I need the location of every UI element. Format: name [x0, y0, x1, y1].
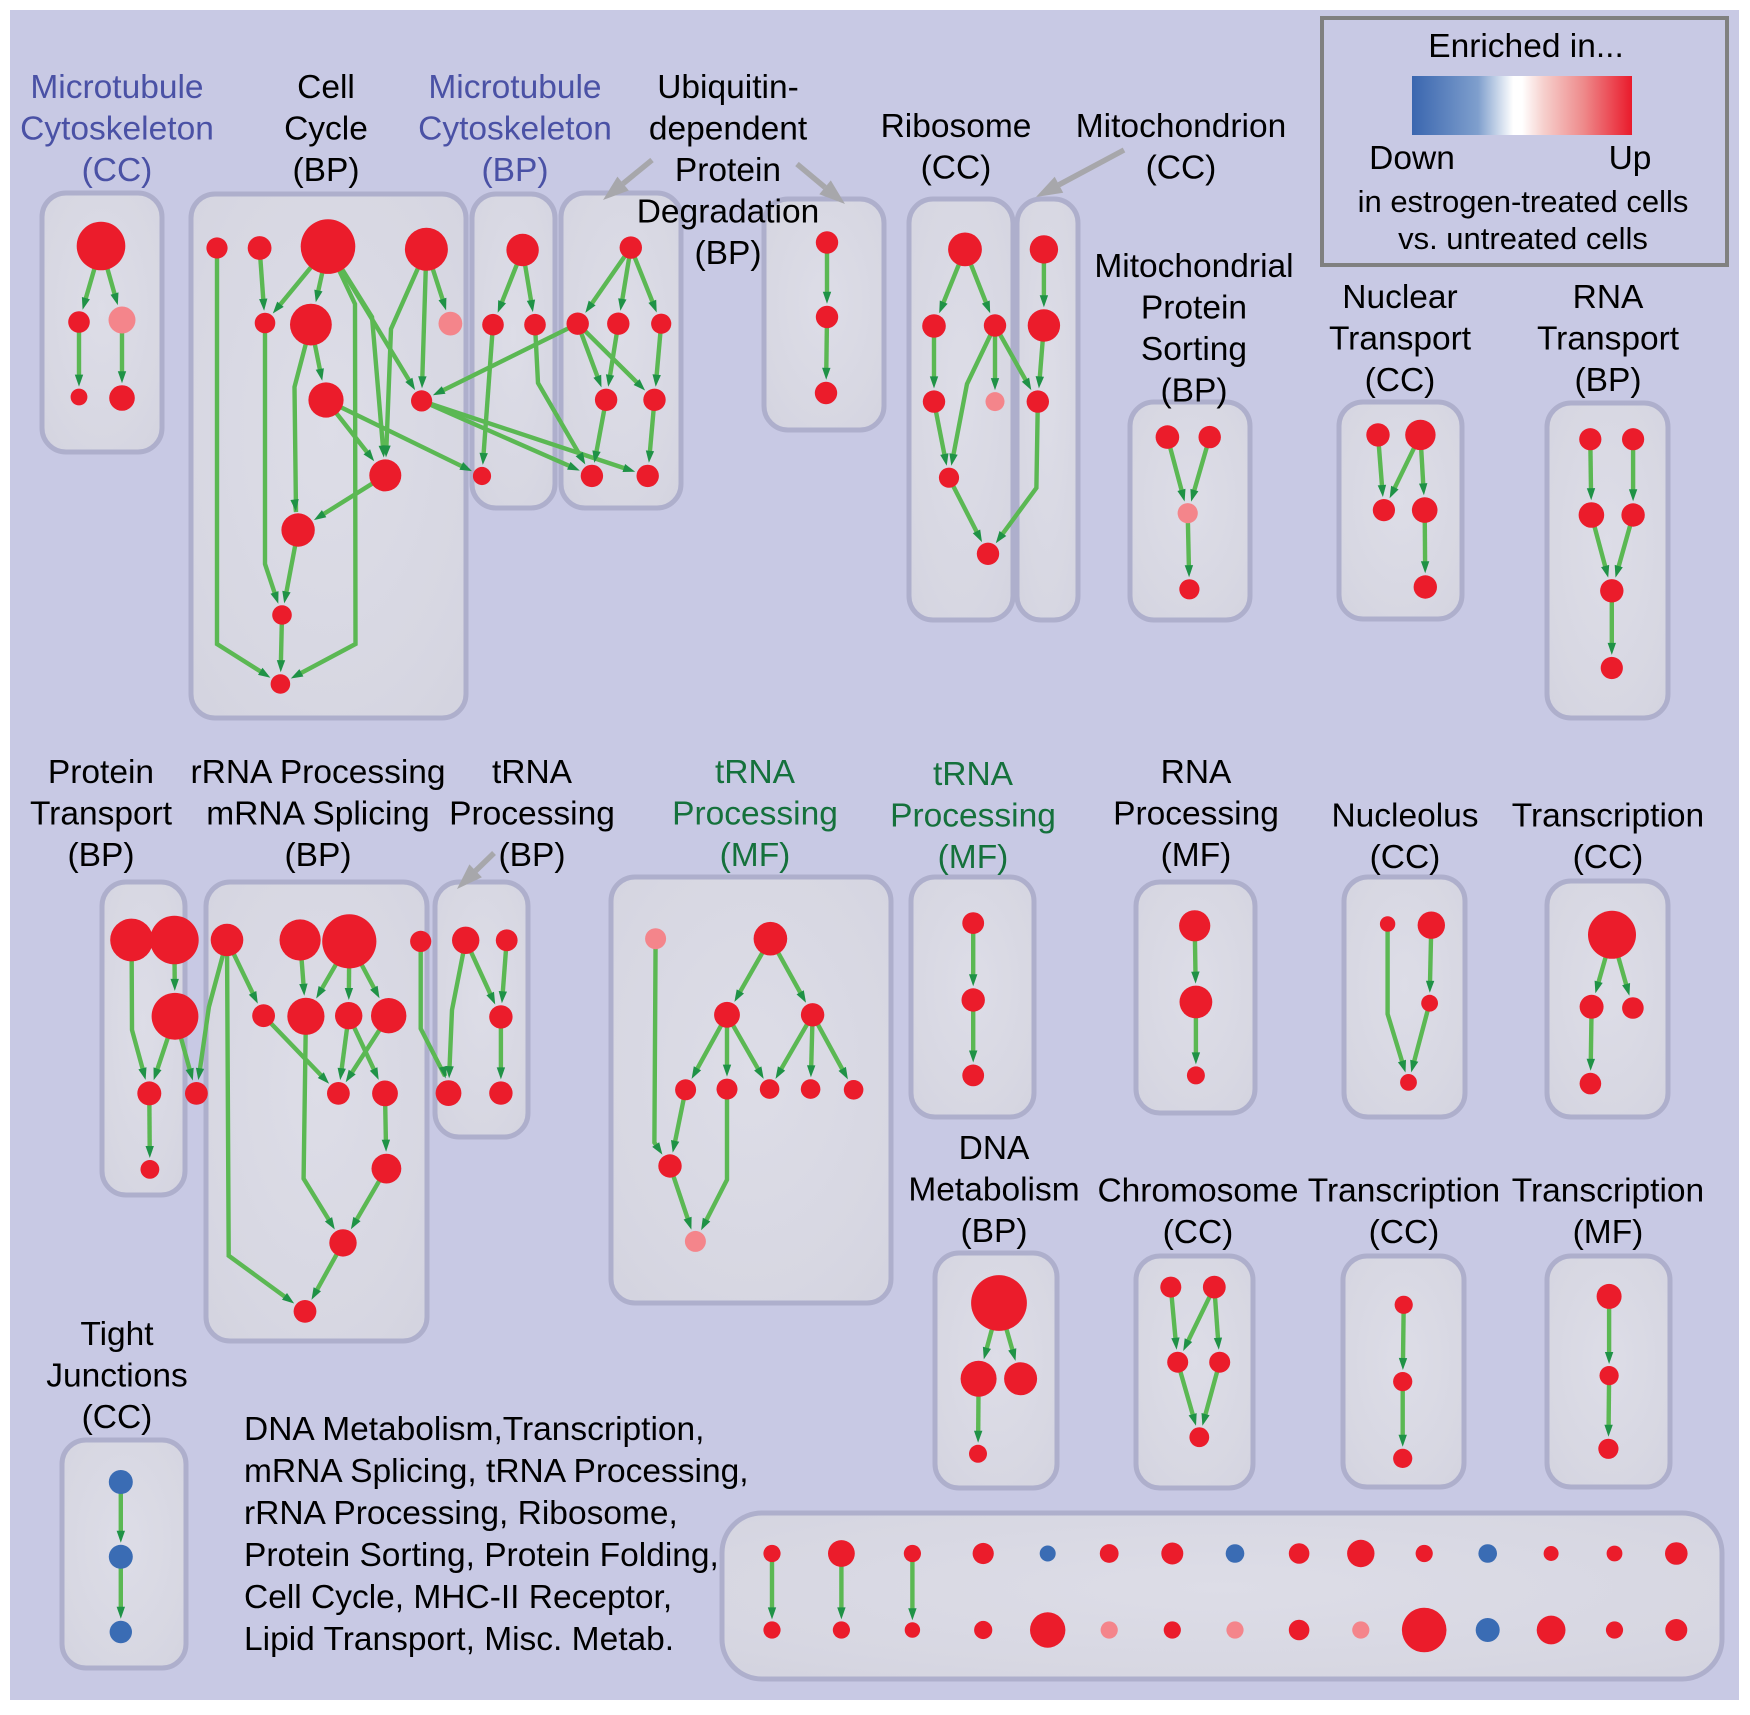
svg-text:Transport: Transport [1537, 321, 1680, 358]
svg-text:(CC): (CC) [1369, 1214, 1440, 1251]
svg-text:(BP): (BP) [1161, 373, 1228, 410]
svg-text:Mitochondrial: Mitochondrial [1094, 248, 1293, 285]
svg-text:Protein: Protein [675, 152, 781, 189]
svg-text:(CC): (CC) [82, 152, 153, 189]
svg-text:Cycle: Cycle [284, 111, 368, 148]
svg-text:Enriched in...: Enriched in... [1428, 28, 1624, 65]
svg-text:Tight: Tight [80, 1316, 154, 1353]
svg-text:Protein Sorting, Protein Foldi: Protein Sorting, Protein Folding, [244, 1537, 719, 1574]
svg-text:(BP): (BP) [499, 837, 566, 874]
svg-text:DNA Metabolism,Transcription,: DNA Metabolism,Transcription, [244, 1411, 704, 1448]
svg-text:tRNA: tRNA [933, 756, 1014, 793]
svg-text:Metabolism: Metabolism [908, 1172, 1079, 1209]
svg-text:Microtubule: Microtubule [428, 69, 601, 106]
svg-text:(BP): (BP) [1575, 362, 1642, 399]
svg-text:Microtubule: Microtubule [30, 69, 203, 106]
svg-text:Ubiquitin-: Ubiquitin- [657, 69, 799, 106]
svg-text:tRNA: tRNA [715, 754, 796, 791]
svg-text:Processing: Processing [1113, 796, 1279, 833]
svg-text:Nucleolus: Nucleolus [1331, 798, 1478, 835]
svg-text:Cell Cycle, MHC-II Receptor,: Cell Cycle, MHC-II Receptor, [244, 1579, 672, 1616]
svg-text:Cytoskeleton: Cytoskeleton [418, 111, 612, 148]
svg-text:(CC): (CC) [82, 1399, 153, 1436]
svg-text:mRNA Splicing: mRNA Splicing [206, 796, 429, 833]
svg-text:rRNA Processing, Ribosome,: rRNA Processing, Ribosome, [244, 1495, 678, 1532]
svg-text:Processing: Processing [449, 796, 615, 833]
svg-text:(BP): (BP) [482, 152, 549, 189]
svg-text:Cytoskeleton: Cytoskeleton [20, 111, 214, 148]
svg-text:(MF): (MF) [720, 837, 791, 874]
svg-text:(CC): (CC) [1365, 362, 1436, 399]
svg-text:(BP): (BP) [293, 152, 360, 189]
svg-text:RNA: RNA [1161, 754, 1232, 791]
svg-text:in estrogen-treated cells: in estrogen-treated cells [1358, 184, 1689, 219]
svg-text:dependent: dependent [649, 111, 808, 148]
svg-text:(CC): (CC) [921, 150, 992, 187]
svg-text:(CC): (CC) [1573, 839, 1644, 876]
svg-text:vs. untreated cells: vs. untreated cells [1398, 221, 1648, 256]
svg-text:Protein: Protein [48, 754, 154, 791]
svg-text:Transcription: Transcription [1512, 1173, 1704, 1210]
svg-text:Mitochondrion: Mitochondrion [1076, 108, 1286, 145]
svg-text:tRNA: tRNA [492, 754, 573, 791]
svg-text:Cell: Cell [297, 69, 355, 106]
svg-text:Chromosome: Chromosome [1097, 1173, 1298, 1210]
svg-text:(MF): (MF) [1573, 1214, 1644, 1251]
svg-text:Transcription: Transcription [1308, 1173, 1500, 1210]
svg-text:Processing: Processing [672, 796, 838, 833]
svg-text:Sorting: Sorting [1141, 331, 1247, 368]
svg-text:Up: Up [1609, 140, 1652, 177]
svg-text:(BP): (BP) [68, 837, 135, 874]
svg-text:rRNA Processing: rRNA Processing [190, 754, 445, 791]
svg-text:(CC): (CC) [1370, 839, 1441, 876]
svg-text:Transcription: Transcription [1512, 798, 1704, 835]
svg-text:(BP): (BP) [961, 1213, 1028, 1250]
svg-text:Nuclear: Nuclear [1342, 279, 1457, 316]
svg-text:(BP): (BP) [285, 837, 352, 874]
svg-text:Lipid Transport, Misc. Metab.: Lipid Transport, Misc. Metab. [244, 1621, 674, 1658]
svg-text:Down: Down [1369, 140, 1455, 177]
svg-text:Processing: Processing [890, 798, 1056, 835]
svg-text:Protein: Protein [1141, 290, 1247, 327]
svg-text:mRNA Splicing, tRNA Processing: mRNA Splicing, tRNA Processing, [244, 1453, 749, 1490]
svg-text:Ribosome: Ribosome [881, 108, 1032, 145]
svg-text:DNA: DNA [959, 1130, 1030, 1167]
svg-text:Junctions: Junctions [46, 1358, 188, 1395]
svg-text:(MF): (MF) [1161, 837, 1232, 874]
svg-text:(CC): (CC) [1163, 1214, 1234, 1251]
svg-text:Transport: Transport [1329, 321, 1472, 358]
svg-text:Transport: Transport [30, 796, 173, 833]
svg-text:RNA: RNA [1573, 279, 1644, 316]
svg-text:Degradation: Degradation [637, 194, 820, 231]
svg-text:(MF): (MF) [938, 839, 1009, 876]
svg-text:(CC): (CC) [1146, 150, 1217, 187]
svg-text:(BP): (BP) [695, 235, 762, 272]
